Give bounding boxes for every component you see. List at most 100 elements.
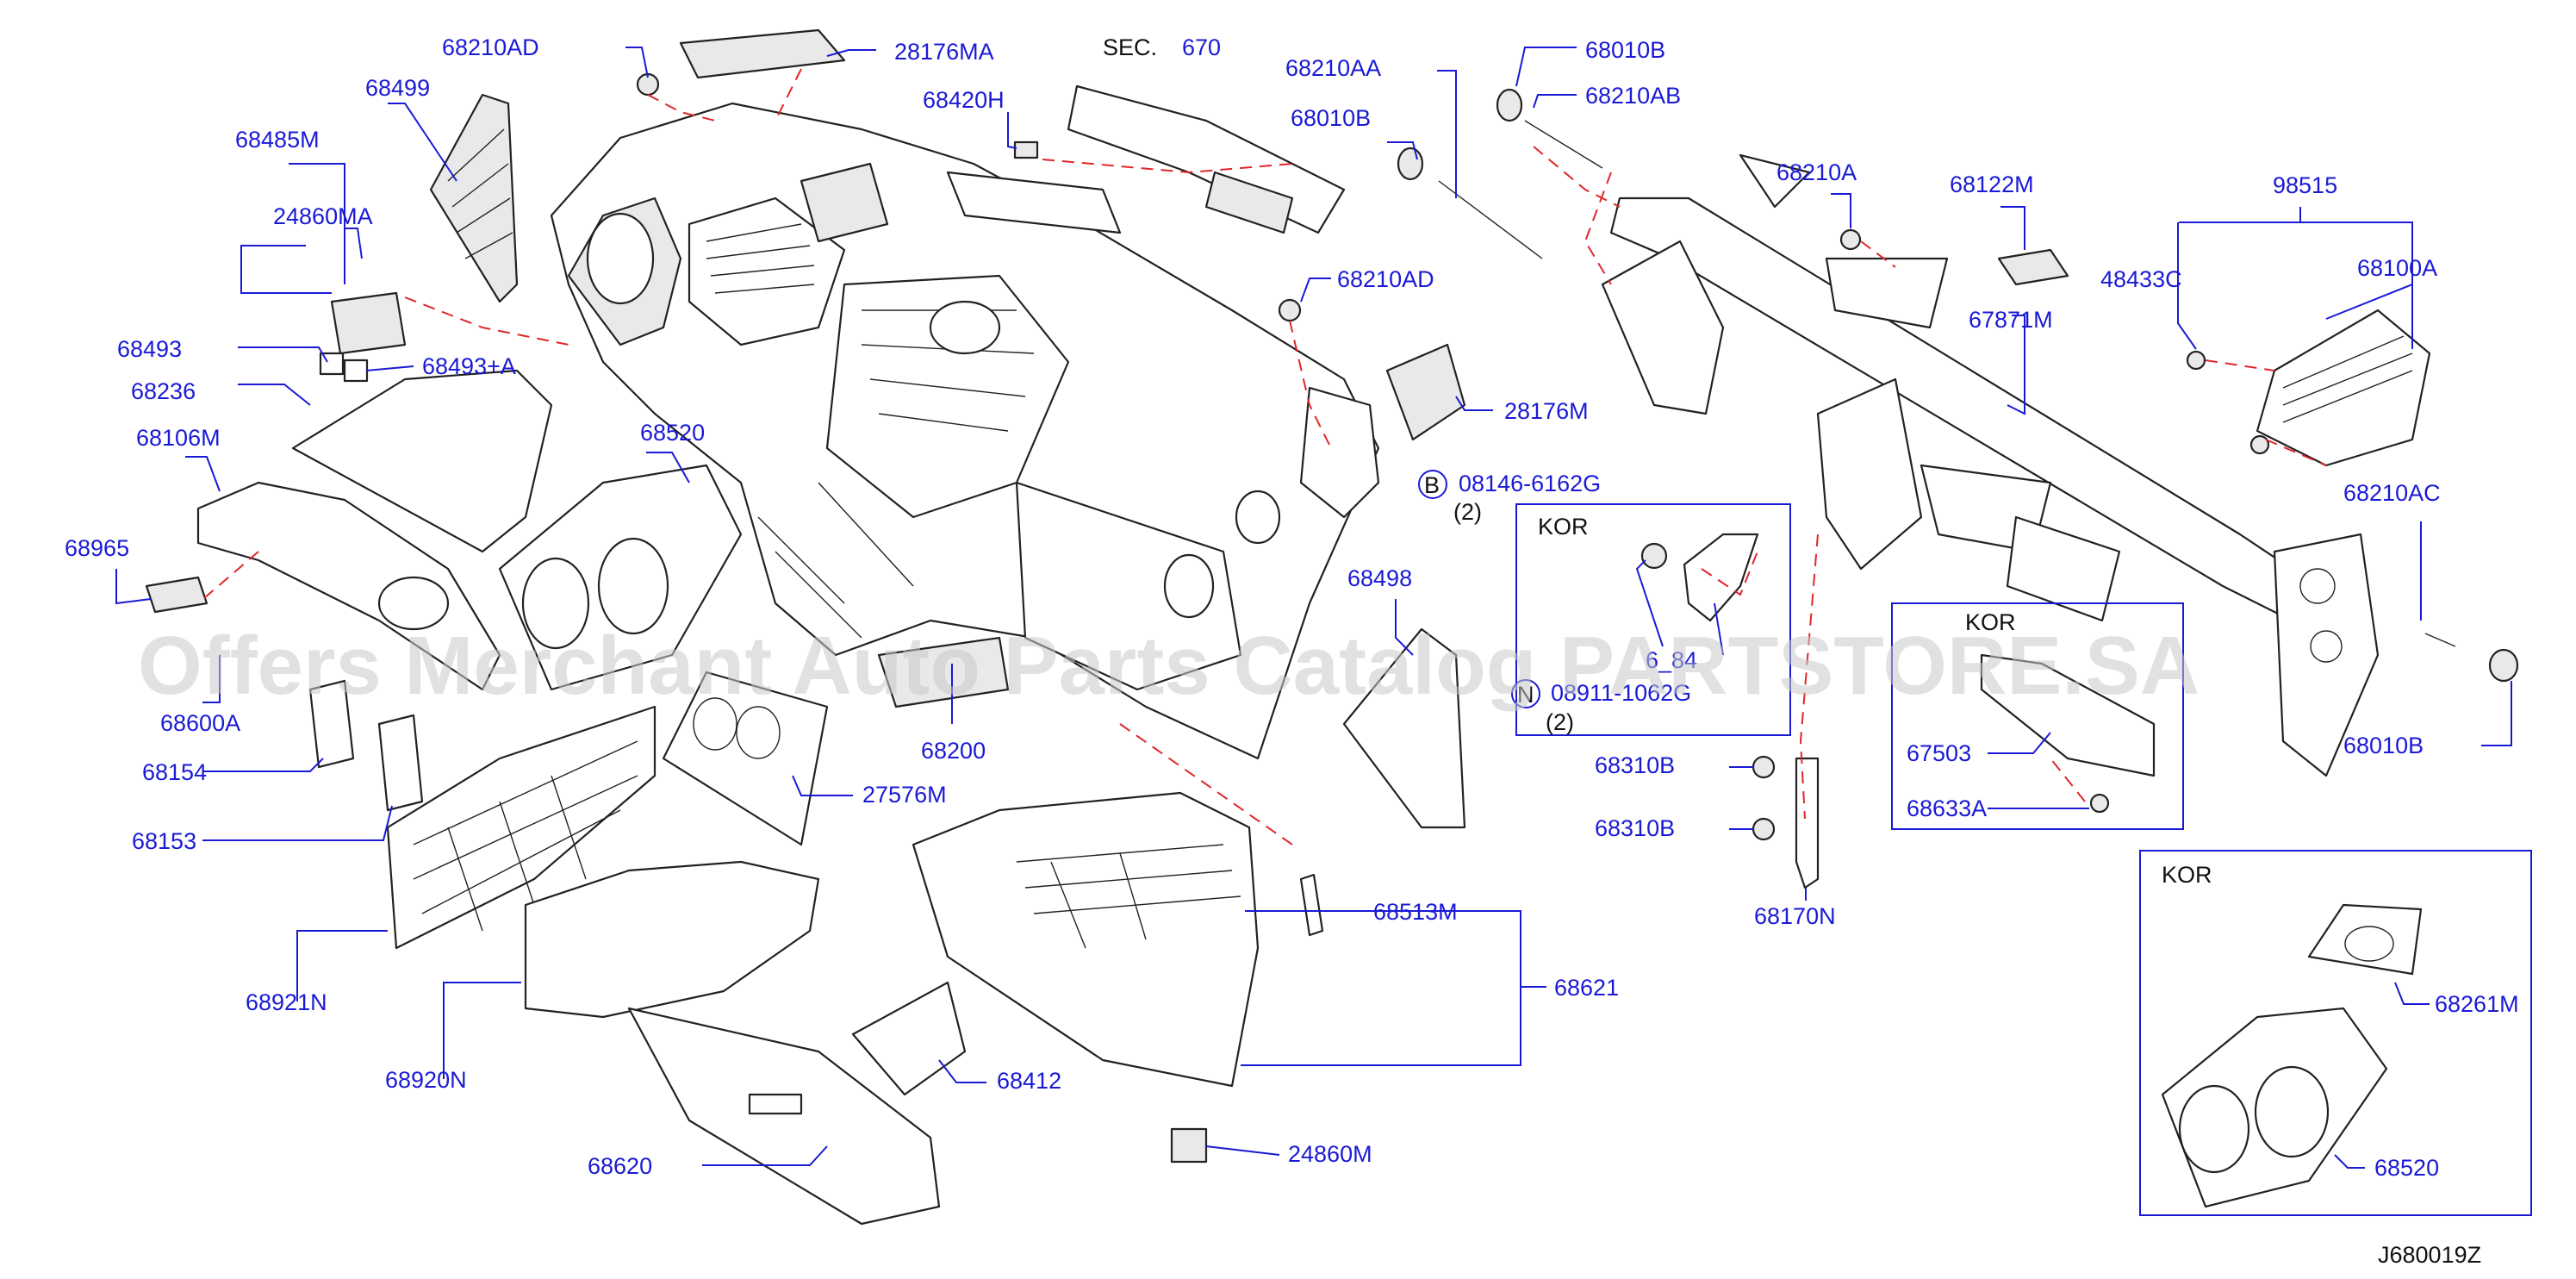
watermark: Offers Merchant Auto Parts Catalog PARTS… bbox=[138, 620, 2200, 712]
part-label: 68236 bbox=[131, 378, 196, 404]
bracket-kor-drawing bbox=[1683, 533, 1759, 622]
part-label: 28176MA bbox=[894, 39, 994, 65]
part-label: 28176M bbox=[1504, 398, 1589, 424]
part-label: 68210A bbox=[1776, 159, 1857, 185]
part-label: 67503 bbox=[1907, 740, 1971, 766]
part-label: 68010B bbox=[1291, 105, 1371, 131]
screw-68210a-drawing bbox=[1839, 228, 1862, 251]
section-number: 670 bbox=[1182, 34, 1221, 60]
part-label: 68310B bbox=[1595, 752, 1675, 778]
part-label: 68100A bbox=[2357, 255, 2437, 281]
finisher-68520-kor-drawing bbox=[2161, 1007, 2388, 1208]
screw-48433c-drawing bbox=[2186, 350, 2206, 371]
part-label: 68310B bbox=[1595, 815, 1675, 841]
part-label: 68498 bbox=[1347, 565, 1412, 591]
part-label: 68170N bbox=[1754, 903, 1836, 929]
part-label: 98515 bbox=[2273, 172, 2337, 198]
part-label: 08146-6162G bbox=[1459, 471, 1601, 496]
kor-box-shield bbox=[1891, 602, 2184, 830]
part-label: 68633A bbox=[1907, 795, 1987, 821]
steering-member-drawing bbox=[1601, 153, 2380, 777]
part-label: 68210AD bbox=[442, 34, 539, 60]
part-label: 68499 bbox=[365, 75, 430, 101]
washer-68010b-drawing bbox=[1397, 147, 1424, 181]
part-label: 24860M bbox=[1288, 1141, 1372, 1167]
finisher-68261m-drawing bbox=[2307, 903, 2423, 976]
kor-boxes: KOR KOR KOR bbox=[1515, 503, 2532, 1216]
cluster-finisher-drawing bbox=[498, 464, 743, 691]
screw-48433c-drawing bbox=[2249, 434, 2270, 455]
damper-drawing bbox=[1299, 873, 1324, 937]
part-qty: (2) bbox=[1453, 499, 1482, 525]
kor-box-finisher bbox=[2139, 850, 2532, 1216]
heat-shield-67503-drawing bbox=[1980, 653, 2156, 777]
bracket-68170n-drawing bbox=[1795, 757, 1820, 889]
defroster-duct-drawing bbox=[1067, 84, 1346, 234]
side-grille-drawing bbox=[429, 93, 519, 303]
part-label: 68010B bbox=[2343, 733, 2424, 758]
part-label: 68493 bbox=[117, 336, 182, 362]
clip-68420h-drawing bbox=[1013, 140, 1039, 159]
part-label: 68493+A bbox=[422, 353, 516, 379]
screw-68633a-drawing bbox=[2089, 793, 2110, 814]
part-label: 68600A bbox=[160, 710, 240, 736]
part-label: 6_84 bbox=[1646, 647, 1697, 673]
kor-label: KOR bbox=[1965, 609, 2016, 635]
part-label: 68412 bbox=[997, 1068, 1061, 1094]
nut-68310b-drawing bbox=[1752, 755, 1776, 779]
part-label: 68485M bbox=[235, 127, 320, 153]
part-labels: SEC. 670 68210AD 28176MA 68499 68485M 24… bbox=[65, 34, 2519, 1268]
part-label: 68513M bbox=[1373, 899, 1458, 925]
washer-68010b-drawing bbox=[2488, 648, 2519, 683]
part-label: 68154 bbox=[142, 759, 207, 785]
grille-28176m-drawing bbox=[1385, 343, 1466, 441]
part-label: 68210AD bbox=[1337, 266, 1434, 292]
part-label: 68621 bbox=[1554, 975, 1619, 1001]
nut-symbol bbox=[1511, 679, 1540, 708]
nut-symbol-letter: N bbox=[1517, 682, 1534, 708]
lower-panel-left-drawing bbox=[196, 481, 501, 691]
bolt-symbol-letter: B bbox=[1424, 472, 1440, 498]
part-label: 68010B bbox=[1585, 37, 1665, 63]
bracket-68154-drawing bbox=[308, 679, 355, 769]
switch-68965-drawing bbox=[145, 576, 208, 614]
part-label: 68122M bbox=[1950, 172, 2034, 197]
alignment-lines bbox=[197, 68, 2327, 845]
part-label: 24860MA bbox=[273, 203, 373, 229]
section-prefix: SEC. bbox=[1103, 34, 1157, 60]
knee-cover-drawing bbox=[524, 860, 820, 1019]
glove-box-frame-drawing bbox=[851, 981, 967, 1096]
switch-24860m-drawing bbox=[1170, 1127, 1208, 1164]
switch-68493-drawing bbox=[319, 352, 345, 376]
finisher-27576m-drawing bbox=[662, 671, 829, 846]
part-label: 08911-1062G bbox=[1551, 680, 1691, 706]
part-label: 68620 bbox=[588, 1153, 652, 1179]
diagram-code: J680019Z bbox=[2378, 1242, 2481, 1268]
nut-kor-drawing bbox=[1640, 542, 1668, 570]
part-drawings bbox=[145, 28, 2519, 1226]
bolt-symbol bbox=[1418, 470, 1447, 499]
lower-cover-drawing bbox=[386, 705, 656, 950]
leader-lines bbox=[115, 47, 2512, 1169]
side-finisher-68498-drawing bbox=[1342, 627, 1466, 829]
bolt-68210ab-drawing bbox=[1524, 120, 1603, 169]
part-label: 68153 bbox=[132, 828, 196, 854]
part-label: 68965 bbox=[65, 535, 129, 561]
bracket-68153-drawing bbox=[377, 714, 424, 812]
instrument-panel-drawing bbox=[550, 102, 1380, 760]
part-label: 68420H bbox=[923, 87, 1005, 113]
screw-68210ad-right-drawing bbox=[1278, 298, 1302, 322]
module-68100a-drawing bbox=[2256, 309, 2431, 467]
part-label: 68520 bbox=[640, 420, 705, 446]
part-label: 68210AB bbox=[1585, 83, 1681, 109]
part-label: 67871M bbox=[1969, 307, 2053, 333]
glove-box-lid-drawing bbox=[627, 1007, 941, 1226]
part-label: 68261M bbox=[2435, 991, 2519, 1017]
kor-label: KOR bbox=[2162, 862, 2212, 888]
cluster-lid-drawing bbox=[291, 369, 553, 553]
switch-panel-drawing bbox=[330, 291, 407, 355]
bolt-68210aa-drawing bbox=[1438, 180, 1543, 259]
part-label: 68520 bbox=[2374, 1155, 2439, 1181]
part-label: 68921N bbox=[246, 989, 327, 1015]
